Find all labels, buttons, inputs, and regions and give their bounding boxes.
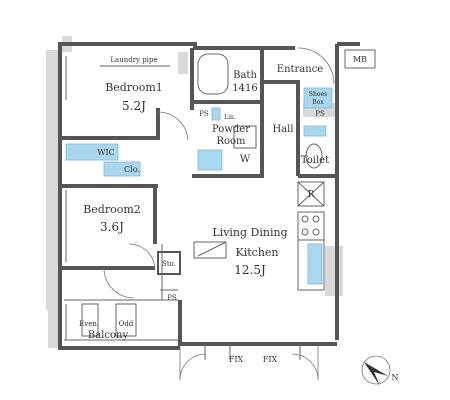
pipe-shaft xyxy=(178,52,188,74)
burner-2 xyxy=(312,215,320,223)
balcony-door-swing xyxy=(103,267,135,299)
details xyxy=(64,49,376,360)
fix-left-label: FIX xyxy=(229,355,244,364)
kitchen-counter-line xyxy=(197,241,227,257)
wash-basin xyxy=(303,125,327,137)
hall-label: Hall xyxy=(272,124,293,135)
living-door-right xyxy=(291,353,319,381)
north-arrow-ring xyxy=(361,355,391,385)
fridge-space xyxy=(297,181,325,207)
labels: Laundry pipe Bedroom1 5.2J Bath 1416 Ent… xyxy=(79,55,398,382)
laundry-pipe-label: Laundry pipe xyxy=(110,56,157,64)
burner-4 xyxy=(312,228,320,236)
ac-even xyxy=(81,303,99,337)
toilet-bowl xyxy=(305,143,323,169)
even-label: Even xyxy=(79,320,97,328)
shoes-box-label-2: Box xyxy=(312,99,324,106)
bedroom2-size: 3.6J xyxy=(100,220,124,234)
living-size: 12.5J xyxy=(234,263,266,277)
mb-box xyxy=(344,49,376,69)
mb-label: MB xyxy=(353,55,367,64)
living-label-2: Kitchen xyxy=(236,246,279,259)
burner-1 xyxy=(301,215,309,223)
washer-box xyxy=(233,125,257,149)
fix-right-label: FIX xyxy=(263,355,278,364)
walls xyxy=(58,42,360,350)
bedroom1-label: Bedroom1 xyxy=(105,81,163,94)
fixtures xyxy=(65,53,333,285)
entrance-door-swing xyxy=(297,47,335,85)
north-wall xyxy=(58,42,295,50)
linen-label: Lin. xyxy=(224,114,236,121)
bedroom1-size: 5.2J xyxy=(122,99,146,113)
balcony-label: Balcony xyxy=(88,330,129,341)
linen-shelf xyxy=(211,107,221,121)
entrance-label: Entrance xyxy=(277,64,324,75)
living-label-1: Living Dining xyxy=(212,226,287,239)
balcony-side-wall xyxy=(48,296,60,348)
bath-size: 1416 xyxy=(232,83,257,94)
north-arrow xyxy=(361,355,391,386)
kitchen-counter xyxy=(297,239,325,291)
bathtub xyxy=(197,53,229,95)
kitchen-island xyxy=(193,241,227,259)
powder-room-label-1: Powder xyxy=(212,124,250,135)
shoes-box-label-1: Shoes xyxy=(309,91,327,98)
bedroom2-door-swing xyxy=(128,243,156,271)
washer-label: W xyxy=(240,154,251,165)
bath-label: Bath xyxy=(233,70,257,81)
north-label: N xyxy=(392,373,399,382)
cooktop xyxy=(297,211,325,241)
vanity xyxy=(197,149,223,171)
ps-bath-label: PS xyxy=(199,110,209,118)
north-arrow-needle xyxy=(364,362,388,386)
bedroom2-label: Bedroom2 xyxy=(83,203,141,216)
west-column xyxy=(46,50,60,310)
sink xyxy=(307,243,323,285)
ps-top-label: PS xyxy=(315,110,325,118)
bedroom1-door-swing xyxy=(157,111,189,141)
closet-shelf xyxy=(103,161,141,177)
ps-side-label: PS xyxy=(167,294,177,302)
odd-label: Odd xyxy=(119,320,134,328)
ac-odd xyxy=(115,303,137,337)
fridge-diag-2 xyxy=(297,181,325,207)
doors xyxy=(103,47,335,381)
toilet-label: Toilet xyxy=(301,155,329,166)
wic-shelf xyxy=(65,143,119,161)
closet-label: Clo. xyxy=(124,165,140,174)
refrigerator-label: R xyxy=(308,190,315,200)
storage-box xyxy=(157,251,181,275)
wic-label: WIC xyxy=(97,148,115,157)
storage-label: Sto. xyxy=(162,260,176,268)
powder-room-label-2: Room xyxy=(216,136,246,147)
burner-3 xyxy=(301,228,309,236)
shoes-box xyxy=(303,87,333,109)
living-door-left xyxy=(179,353,207,381)
east-column xyxy=(325,246,343,296)
